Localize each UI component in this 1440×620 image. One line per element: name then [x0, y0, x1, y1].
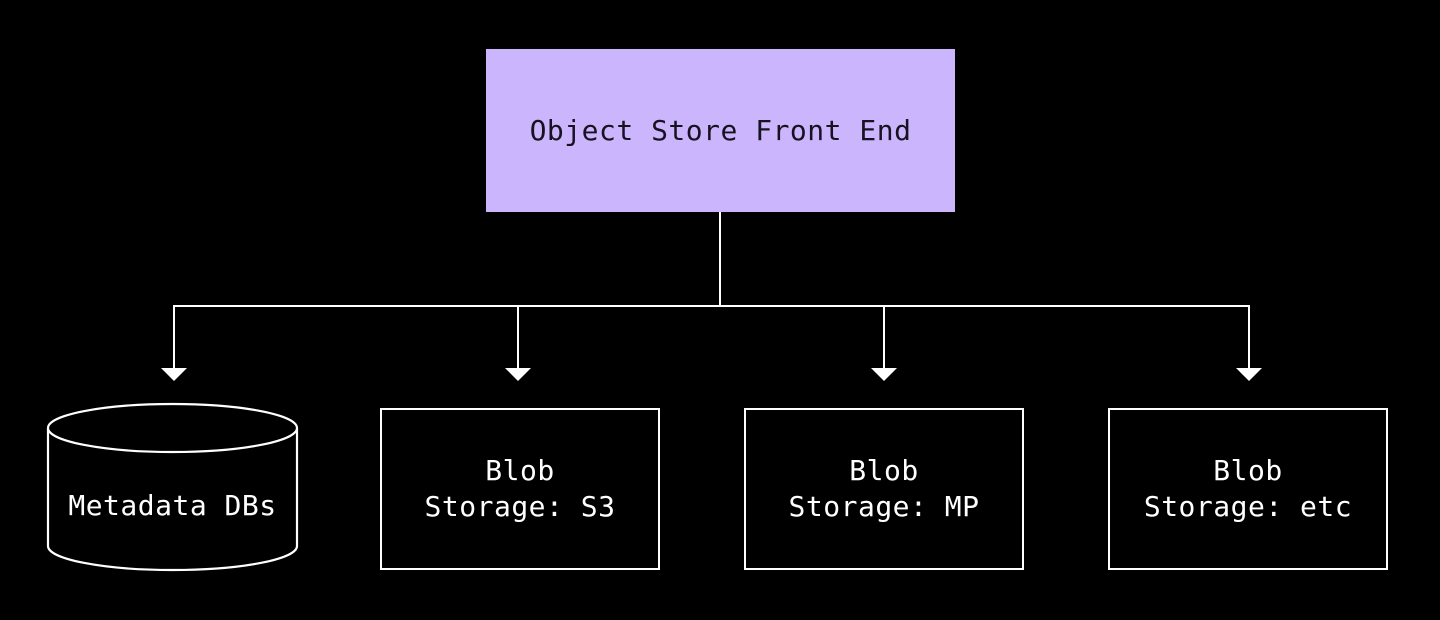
node-blob-storage-s3-line1: Blob [485, 454, 555, 487]
node-object-store-front-end-label: Object Store Front End [529, 114, 912, 147]
node-blob-storage-mp-line2: Storage: MP [788, 490, 980, 523]
node-metadata-dbs-label: Metadata DBs [68, 488, 277, 522]
node-object-store-front-end: Object Store Front End [486, 49, 955, 212]
node-blob-storage-s3-line2: Storage: S3 [424, 490, 616, 523]
node-blob-storage-mp-line1: Blob [849, 454, 919, 487]
edge-bus [173, 305, 1250, 369]
node-blob-storage-etc: Blob Storage: etc [1108, 408, 1388, 570]
arrowhead-metadata [161, 368, 187, 381]
arrowhead-s3 [505, 368, 531, 381]
node-blob-storage-s3: Blob Storage: S3 [380, 408, 660, 570]
node-blob-storage-etc-line2: Storage: etc [1143, 490, 1353, 523]
arrowhead-mp [871, 368, 897, 381]
node-blob-storage-etc-line1: Blob [1213, 454, 1283, 487]
node-blob-storage-mp: Blob Storage: MP [744, 408, 1024, 570]
arrowhead-etc [1236, 368, 1262, 381]
cylinder-top [46, 402, 299, 454]
node-metadata-dbs: Metadata DBs [48, 488, 297, 522]
